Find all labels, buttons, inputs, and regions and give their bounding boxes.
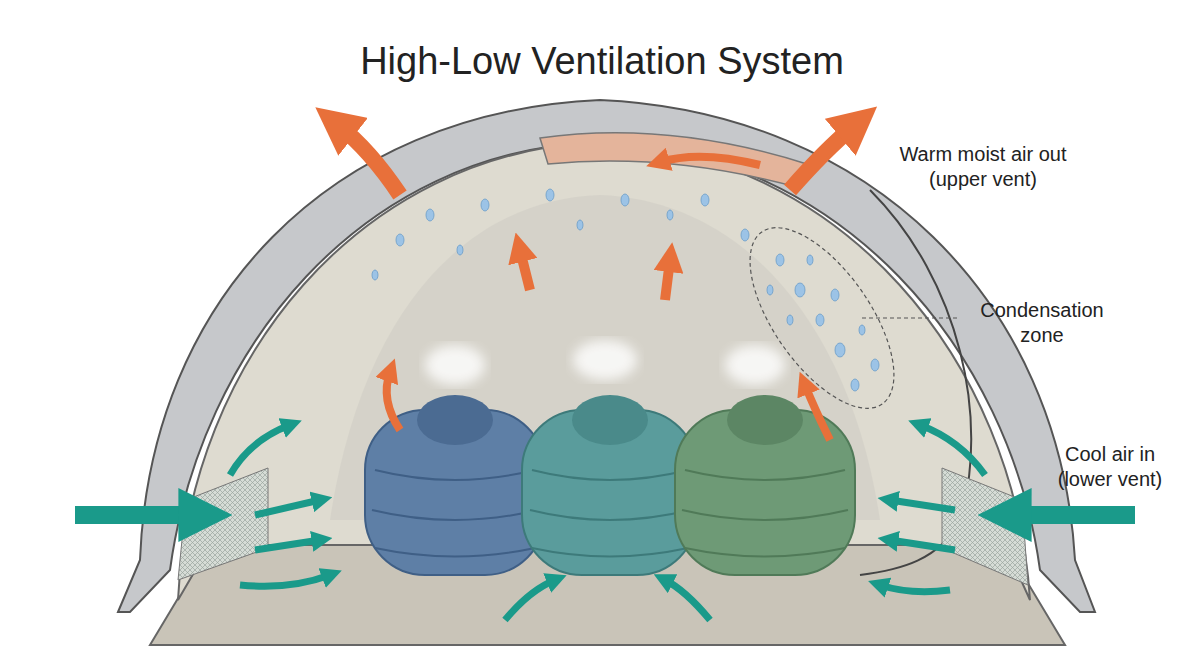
warm-air-arrow (660, 157, 760, 165)
inner-tent (178, 142, 1030, 600)
droplet (481, 199, 489, 211)
cool-air-arrow (240, 575, 330, 586)
steam (725, 345, 785, 385)
bag-quilting (682, 470, 848, 557)
cool-air-arrow (1010, 506, 1135, 524)
droplet (776, 254, 784, 266)
cool-air-arrow (255, 500, 320, 515)
droplet (816, 314, 824, 326)
warm-air-arrow (665, 260, 670, 300)
droplet (457, 245, 463, 255)
lower-vent (942, 468, 1028, 585)
warm-air-arrow (338, 125, 400, 195)
callout-label: Warm moist air out (upper vent) (868, 142, 1098, 192)
droplet (667, 210, 673, 220)
steam (425, 345, 485, 385)
leader-line (862, 317, 960, 318)
droplet (396, 234, 404, 246)
cool-air-arrow (890, 540, 955, 550)
droplet (577, 220, 583, 230)
callout-label: Condensation zone (962, 298, 1122, 348)
warm-air-arrow (520, 250, 530, 290)
droplet (426, 209, 434, 221)
bag-quilting (372, 470, 538, 557)
cool-air-arrow (665, 580, 710, 620)
diagram-title: High-Low Ventilation System (200, 38, 1004, 86)
droplet (871, 359, 879, 371)
droplet (807, 255, 813, 265)
warm-air-arrow (805, 385, 830, 440)
cool-air-arrow (890, 500, 955, 510)
droplet (787, 315, 793, 325)
droplet (767, 285, 773, 295)
bag-quilting (530, 470, 690, 557)
bag-hood (727, 395, 803, 445)
cool-air-arrow (880, 585, 950, 592)
droplet (795, 283, 805, 297)
droplet (859, 325, 865, 335)
bag-hood (572, 395, 648, 445)
callout-label: Cool air in (lower vent) (1035, 442, 1185, 492)
cool-air-arrow (920, 425, 985, 475)
droplet (741, 229, 749, 241)
upper-vent (540, 133, 810, 188)
cool-air-arrow (255, 540, 320, 550)
droplet (372, 270, 378, 280)
droplet (546, 189, 554, 201)
droplet (701, 194, 709, 206)
warm-air-arrow (387, 372, 400, 430)
droplet (621, 194, 629, 206)
cool-air-arrow (505, 580, 555, 620)
droplet (831, 289, 839, 301)
droplet (851, 379, 859, 391)
warm-air-arrow (790, 125, 855, 190)
cool-air-arrow (230, 425, 290, 475)
bag-hood (417, 395, 493, 445)
cool-air-arrow (75, 506, 200, 524)
droplet (835, 343, 845, 357)
steam (573, 340, 637, 380)
condensation-droplets (372, 189, 879, 391)
